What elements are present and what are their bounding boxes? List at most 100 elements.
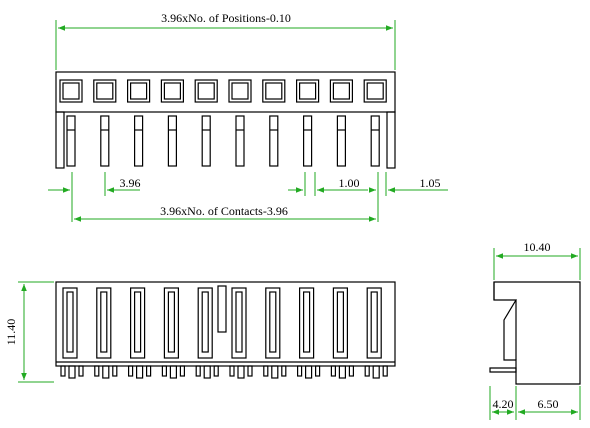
contacts-span-label: 3.96xNo. of Contacts-3.96 bbox=[160, 204, 288, 218]
pin-width-label: 1.00 bbox=[339, 176, 360, 190]
front-leg bbox=[330, 365, 336, 377]
front-slot bbox=[62, 287, 78, 359]
front-contact bbox=[370, 291, 378, 353]
front-slot bbox=[231, 287, 247, 359]
front-contact bbox=[201, 291, 209, 353]
front-leg bbox=[102, 365, 110, 379]
front-leg bbox=[305, 365, 313, 379]
dim-height bbox=[18, 281, 54, 383]
overall-length-label: 3.96xNo. of Positions-0.10 bbox=[161, 11, 291, 25]
top-view bbox=[55, 71, 396, 169]
front-contact bbox=[134, 291, 142, 353]
edge-offset-label: 1.05 bbox=[420, 176, 441, 190]
front-leg bbox=[128, 365, 134, 377]
dim-pitch-row bbox=[48, 172, 448, 222]
front-leg bbox=[382, 365, 388, 377]
front-leg bbox=[78, 365, 84, 377]
top-cavity-inner bbox=[332, 82, 350, 100]
front-leg bbox=[136, 365, 144, 379]
front-slot bbox=[96, 287, 112, 359]
side-view bbox=[489, 281, 581, 385]
front-leg bbox=[271, 365, 279, 379]
top-cavity-outer bbox=[194, 79, 218, 103]
front-contact bbox=[66, 291, 74, 353]
front-leg bbox=[195, 365, 201, 377]
top-pin bbox=[66, 115, 76, 167]
front-slot bbox=[366, 287, 382, 359]
height-label: 11.40 bbox=[4, 319, 18, 346]
front-contact bbox=[303, 291, 311, 353]
dim-overall-length bbox=[55, 20, 396, 70]
front-contact bbox=[336, 291, 344, 353]
front-leg bbox=[315, 365, 321, 377]
front-leg bbox=[372, 365, 380, 379]
top-pin bbox=[100, 115, 110, 167]
top-view-pins bbox=[55, 111, 396, 169]
side-depth-label: 10.40 bbox=[524, 240, 551, 254]
front-leg bbox=[297, 365, 303, 377]
front-leg bbox=[229, 365, 235, 377]
front-slot bbox=[163, 287, 179, 359]
top-view-body bbox=[55, 71, 396, 113]
top-pin bbox=[269, 115, 279, 167]
front-slot bbox=[265, 287, 281, 359]
top-cavity-inner bbox=[197, 82, 215, 100]
polarization-key bbox=[217, 285, 227, 333]
front-slot bbox=[130, 287, 146, 359]
top-cavity-inner bbox=[299, 82, 317, 100]
front-slot bbox=[197, 287, 213, 359]
front-leg bbox=[112, 365, 118, 377]
top-pin bbox=[134, 115, 144, 167]
top-cavity-inner bbox=[96, 82, 114, 100]
top-cavity-inner bbox=[231, 82, 249, 100]
front-leg bbox=[68, 365, 76, 379]
front-leg bbox=[338, 365, 346, 379]
front-view bbox=[55, 281, 396, 379]
top-view-cells bbox=[59, 79, 387, 103]
front-leg bbox=[94, 365, 100, 377]
front-leg bbox=[203, 365, 211, 379]
top-cavity-inner bbox=[265, 82, 283, 100]
top-pin bbox=[235, 115, 245, 167]
dim-side bbox=[489, 248, 581, 420]
top-cavity-inner bbox=[130, 82, 148, 100]
side-right-label: 6.50 bbox=[538, 397, 559, 411]
front-contact bbox=[100, 291, 108, 353]
top-cavity-outer bbox=[262, 79, 286, 103]
front-leg bbox=[263, 365, 269, 377]
front-leg bbox=[364, 365, 370, 377]
front-leg bbox=[169, 365, 177, 379]
top-cavity-inner bbox=[163, 82, 181, 100]
top-cavity-outer bbox=[59, 79, 83, 103]
front-contact bbox=[235, 291, 243, 353]
front-view-slots bbox=[62, 287, 382, 359]
front-slot bbox=[299, 287, 315, 359]
front-leg bbox=[281, 365, 287, 377]
front-contact bbox=[167, 291, 175, 353]
side-left-label: 4.20 bbox=[493, 397, 514, 411]
top-cavity-outer bbox=[363, 79, 387, 103]
top-cavity-outer bbox=[228, 79, 252, 103]
front-leg bbox=[213, 365, 219, 377]
top-right-wall bbox=[386, 111, 396, 169]
top-cavity-outer bbox=[160, 79, 184, 103]
top-cavity-inner bbox=[366, 82, 384, 100]
top-pin bbox=[201, 115, 211, 167]
front-leg bbox=[161, 365, 167, 377]
front-leg bbox=[146, 365, 152, 377]
top-pin bbox=[370, 115, 380, 167]
top-left-wall bbox=[55, 111, 65, 169]
front-leg bbox=[247, 365, 253, 377]
front-view-legs bbox=[60, 365, 388, 379]
top-cavity-inner bbox=[62, 82, 80, 100]
top-cavity-outer bbox=[93, 79, 117, 103]
top-pin bbox=[303, 115, 313, 167]
top-pin bbox=[336, 115, 346, 167]
front-slot bbox=[332, 287, 348, 359]
front-leg bbox=[60, 365, 66, 377]
pitch-label: 3.96 bbox=[120, 176, 141, 190]
front-view-body bbox=[55, 281, 396, 367]
top-cavity-outer bbox=[329, 79, 353, 103]
front-leg bbox=[237, 365, 245, 379]
